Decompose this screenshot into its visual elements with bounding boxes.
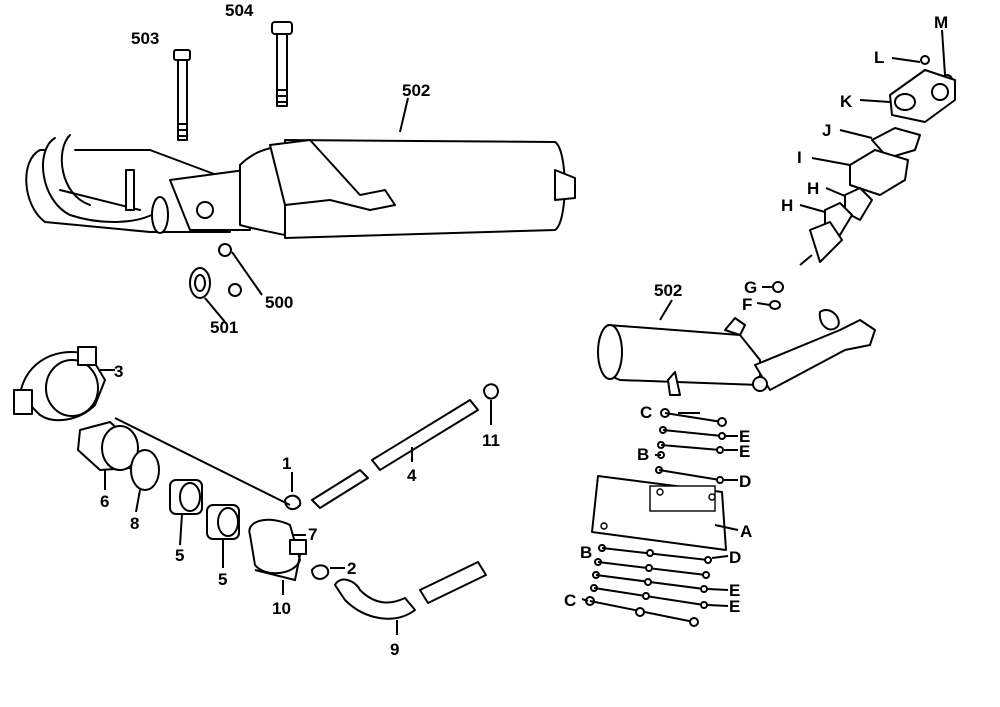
label-2: 2 bbox=[347, 559, 356, 578]
part-K-flange bbox=[859, 69, 956, 123]
label-E-1: E bbox=[739, 427, 750, 446]
part-2-clip bbox=[311, 564, 345, 580]
label-K: K bbox=[840, 92, 853, 111]
label-1: 1 bbox=[282, 454, 291, 473]
bolt-row-upper bbox=[655, 408, 738, 484]
part-5-filter-a bbox=[169, 479, 203, 546]
label-502-top: 502 bbox=[402, 81, 430, 100]
label-C-1: C bbox=[640, 403, 652, 422]
exhaust-assembly-right bbox=[597, 299, 876, 396]
part-5-filter-b bbox=[206, 504, 240, 568]
label-H-1: H bbox=[807, 179, 819, 198]
label-6: 6 bbox=[100, 492, 109, 511]
exhaust-assembly-top bbox=[25, 134, 576, 239]
label-A: A bbox=[740, 522, 752, 541]
label-4: 4 bbox=[407, 466, 417, 485]
label-D-2: D bbox=[729, 548, 741, 567]
part-10-bracket bbox=[254, 554, 301, 595]
label-503: 503 bbox=[131, 29, 159, 48]
part-8-oring bbox=[130, 449, 160, 513]
label-3: 3 bbox=[114, 362, 123, 381]
label-8: 8 bbox=[130, 514, 139, 533]
label-9: 9 bbox=[390, 640, 399, 659]
label-501: 501 bbox=[210, 318, 238, 337]
label-11: 11 bbox=[482, 431, 500, 450]
label-M: M bbox=[934, 13, 948, 32]
label-5b: 5 bbox=[218, 570, 227, 589]
leader-502-top bbox=[399, 97, 409, 133]
bolt-504 bbox=[271, 21, 293, 107]
label-7: 7 bbox=[308, 525, 317, 544]
part-11-clip bbox=[483, 383, 499, 425]
part-3-clamp bbox=[13, 346, 115, 422]
label-B-1: B bbox=[637, 445, 649, 464]
label-L: L bbox=[874, 48, 884, 67]
bolt-503 bbox=[173, 49, 191, 141]
part-7-canister bbox=[248, 518, 307, 575]
part-F-washer bbox=[756, 300, 781, 310]
label-5a: 5 bbox=[175, 546, 184, 565]
label-F: F bbox=[742, 295, 752, 314]
label-D-1: D bbox=[739, 472, 751, 491]
label-E-4: E bbox=[729, 597, 740, 616]
label-J: J bbox=[822, 121, 831, 140]
label-502-right: 502 bbox=[654, 281, 682, 300]
label-H-2: H bbox=[781, 196, 793, 215]
gasket-501 bbox=[189, 267, 226, 323]
label-10: 10 bbox=[272, 599, 291, 618]
label-G: G bbox=[744, 278, 757, 297]
heat-shield-A bbox=[591, 475, 739, 551]
label-I: I bbox=[797, 148, 802, 167]
clamp-500 bbox=[218, 243, 263, 297]
part-L-screw bbox=[891, 55, 930, 65]
part-1-clip bbox=[114, 417, 302, 511]
label-B-2: B bbox=[580, 543, 592, 562]
part-9-hose bbox=[334, 561, 487, 635]
part-6-housing bbox=[77, 421, 139, 490]
label-500: 500 bbox=[265, 293, 293, 312]
label-E-2: E bbox=[739, 442, 750, 461]
label-C-2: C bbox=[564, 591, 576, 610]
pipe-stub bbox=[799, 221, 843, 266]
label-504: 504 bbox=[225, 1, 254, 20]
part-4-hose bbox=[311, 399, 479, 509]
label-E-3: E bbox=[729, 581, 740, 600]
part-I-flange bbox=[811, 149, 909, 196]
bolt-row-lower bbox=[581, 544, 729, 627]
part-G-nut bbox=[762, 281, 784, 293]
